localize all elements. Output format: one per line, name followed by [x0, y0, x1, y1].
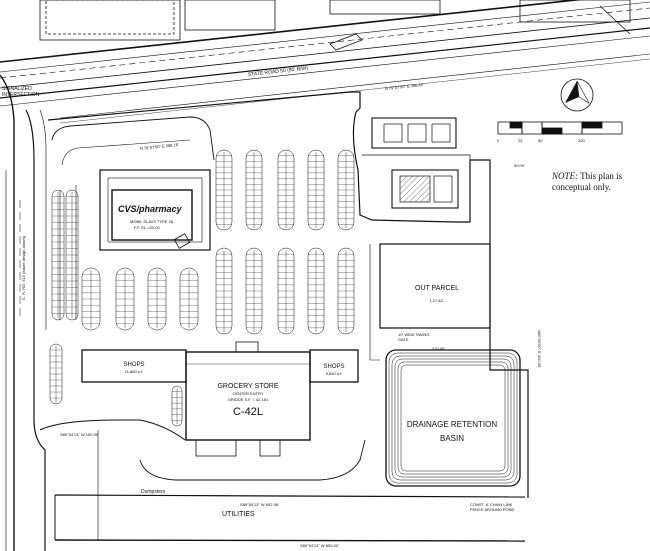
dumpsters-label: Dumpsters [141, 489, 166, 495]
parking-bay [277, 247, 295, 335]
county-road-label: C. R. RD. 515 (future design allows) [21, 235, 26, 300]
parking-bay [65, 189, 79, 321]
retention-basin [385, 349, 521, 487]
scale-bar [497, 121, 623, 135]
fence-label: CONST. 6' CHAIN LINK [470, 502, 513, 507]
parking-bay [277, 149, 295, 231]
cvs-sub-1: MOBIL SLAVS TYPE 26 [130, 219, 174, 224]
plan-note: NOTE: This plan is conceptual only. [552, 171, 648, 193]
basin-contour [394, 358, 512, 478]
shops-left-area: 11,860 s.f. [125, 369, 143, 374]
signalized-label: SIGNALIZED [2, 86, 32, 92]
basin-contour [385, 349, 521, 487]
scale-tick-100: 100 [578, 138, 585, 143]
parking-bay [307, 247, 325, 335]
site-boundary [39, 91, 529, 542]
parking-bay [337, 247, 355, 335]
parking-bay [49, 343, 63, 405]
basin-contour [388, 352, 518, 484]
parking-bay [147, 267, 167, 331]
bearing-right: N00°00'00" E 300.00' [537, 330, 542, 368]
dim-210: 210.00' [432, 346, 445, 351]
parking-bay [307, 149, 325, 231]
bearing-left: S89°54'13" W 150.00' [60, 432, 99, 437]
basin-contour [400, 364, 506, 472]
grocery-code: C-42L [233, 406, 263, 418]
north-arrow-icon [560, 78, 594, 112]
parking-bay [337, 149, 355, 231]
shops-left-label: SHOPS [123, 362, 144, 368]
utilities-label: UTILITIES [222, 511, 255, 518]
shops-right-label: SHOPS [323, 364, 344, 370]
basin-label: DRAINAGE RETENTION [407, 420, 497, 429]
top-roadside-buildings [39, 0, 631, 51]
parking-bay [215, 247, 233, 335]
grocery-label: GROCERY STORE [217, 383, 278, 390]
parking-bay [215, 149, 233, 231]
outparcel-building [362, 117, 471, 215]
parking-bay [51, 189, 65, 321]
basin-label-2: BASIN [440, 434, 464, 443]
basin-contour [391, 355, 515, 481]
parking-rows [49, 149, 355, 427]
scale-tick-25: 25 [518, 138, 523, 143]
parking-bay [115, 267, 135, 331]
note-prefix: NOTE: [552, 171, 579, 181]
fence-label-2: FENCE AROUND POND [470, 507, 515, 512]
grocery-area: GRIDDE S.F. = 42,181 [228, 397, 269, 402]
out-parcel-label: OUT PARCEL [415, 285, 459, 292]
grocery-entry: CENTER ENTRY [232, 391, 263, 396]
state-road [0, 0, 650, 124]
cvs-logo: CVS/pharmacy [118, 204, 183, 214]
gate-label: 10' WIDE SWING [398, 332, 429, 337]
left-road [0, 74, 47, 551]
parking-bay [171, 385, 183, 427]
out-parcel [369, 243, 491, 361]
shopping-center [81, 341, 359, 457]
bearing-bottom: S89°54'13" W 652.56' [240, 502, 279, 507]
bearing-top-2: N 79°07'50" E 388.18' [140, 142, 180, 151]
scale-tick-0: 0 [497, 138, 500, 143]
shops-right-area: 5,840 s.f. [326, 371, 342, 376]
basin-contour [397, 361, 509, 475]
out-parcel-area: 1.27 AC. [429, 298, 444, 303]
cvs-building: CVS/pharmacy MOBIL SLAVS TYPE 26 F.F. EL… [111, 189, 193, 249]
bearing-top: N 79°07'50" E 366.45' [385, 82, 425, 91]
intersection-label: INTERSECTION [2, 92, 40, 98]
parking-bay [245, 149, 263, 231]
note-text: This plan is conceptual only. [552, 171, 623, 192]
scale-tick-50: 50 [538, 138, 543, 143]
bearing-bottom-2: S89°54'13" W 800.00' [300, 543, 339, 548]
dim-50: 50.00' [514, 163, 525, 168]
parking-bay [81, 267, 101, 331]
gate-label-2: GATE [398, 337, 409, 342]
parking-bay [179, 267, 199, 331]
cvs-sub-2: F.F. EL.=00.00 [134, 225, 160, 230]
parking-bay [245, 247, 263, 335]
